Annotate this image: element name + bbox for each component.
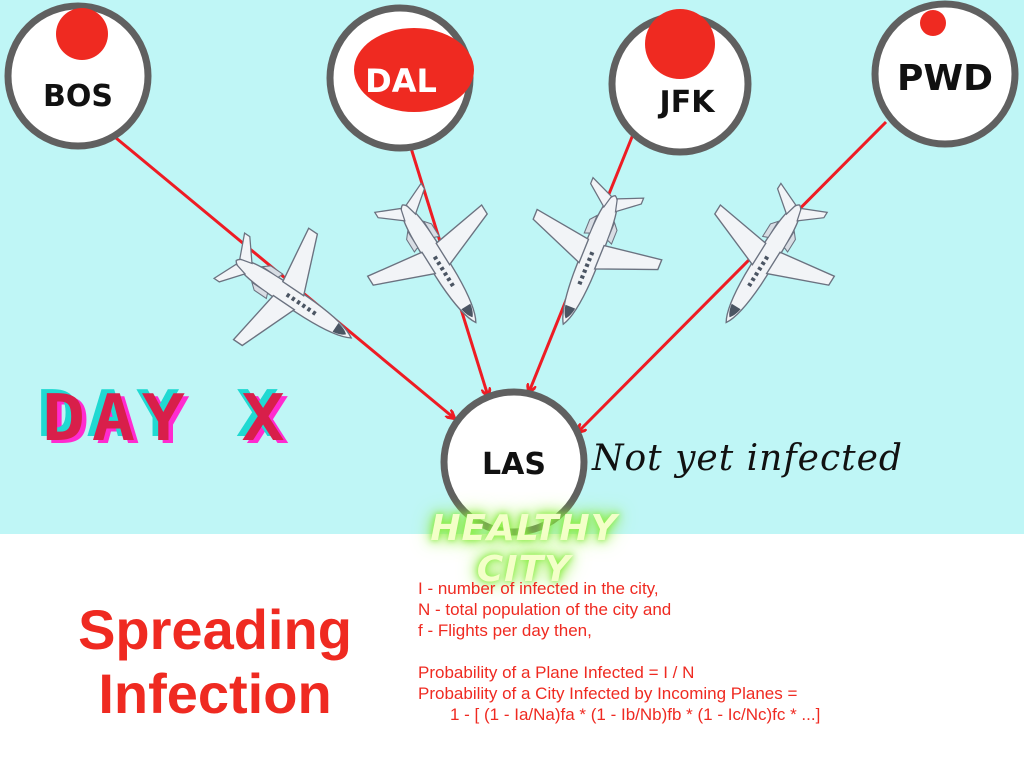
city-node-dal: DAL [326, 4, 474, 152]
definition-flights: f - Flights per day then, [418, 621, 592, 640]
definition-population: N - total population of the city and [418, 600, 672, 619]
city-node-bos: BOS [4, 2, 152, 150]
city-label-bos: BOS [43, 79, 113, 114]
page-title: Spreading Infection [30, 598, 400, 726]
city-node-pwd: PWD [871, 0, 1019, 148]
infection-marker [56, 8, 108, 60]
spacer [418, 641, 998, 662]
route-pwd-las [578, 120, 888, 432]
definition-infected: I - number of infected in the city, [418, 579, 659, 598]
city-node-jfk: JFK [608, 9, 752, 156]
formula-block: I - number of infected in the city, N - … [418, 578, 998, 725]
infection-marker [354, 28, 474, 112]
city-label-dal: DAL [365, 62, 437, 100]
city-label-jfk: JFK [658, 85, 717, 120]
title-line-1: Spreading [78, 598, 352, 661]
infection-marker [645, 9, 715, 79]
infection-marker [920, 10, 946, 36]
city-node-las: LAS [440, 388, 588, 536]
city-label-pwd: PWD [897, 58, 993, 99]
formula-plane-probability: Probability of a Plane Infected = I / N [418, 663, 695, 682]
formula-city-probability-label: Probability of a City Infected by Incomi… [418, 684, 798, 703]
day-label: DAY X [42, 382, 292, 456]
city-label-las: LAS [482, 447, 546, 482]
formula-city-probability: 1 - [ (1 - Ia/Na)fa * (1 - Ib/Nb)fb * (1… [450, 705, 821, 724]
healthy-city-label: HEALTHY CITY [430, 508, 618, 590]
title-line-2: Infection [98, 662, 332, 725]
status-note: Not yet infected [592, 438, 903, 479]
